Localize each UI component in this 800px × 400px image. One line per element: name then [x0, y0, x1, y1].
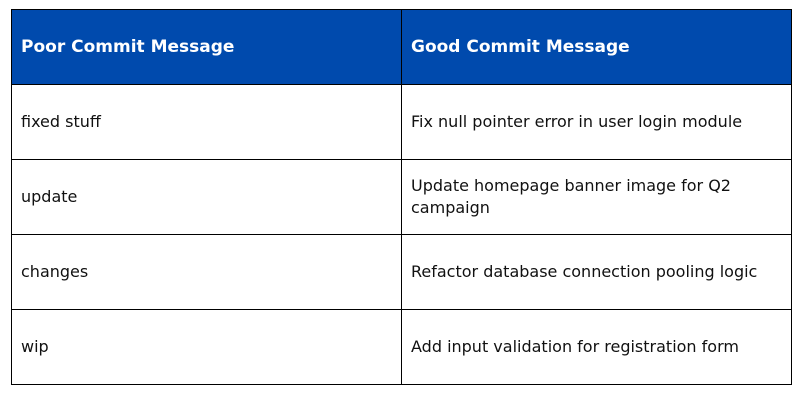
- poor-cell: fixed stuff: [11, 84, 402, 160]
- header-good: Good Commit Message: [401, 9, 792, 85]
- commit-message-comparison-table: Poor Commit Message Good Commit Message …: [11, 9, 792, 385]
- poor-cell: wip: [11, 309, 402, 385]
- header-row: Poor Commit Message Good Commit Message: [11, 9, 792, 85]
- good-cell: Refactor database connection pooling log…: [401, 234, 792, 310]
- table-row: wip Add input validation for registratio…: [11, 309, 792, 385]
- good-cell: Fix null pointer error in user login mod…: [401, 84, 792, 160]
- table-row: update Update homepage banner image for …: [11, 159, 792, 235]
- poor-cell: update: [11, 159, 402, 235]
- poor-cell: changes: [11, 234, 402, 310]
- table-row: changes Refactor database connection poo…: [11, 234, 792, 310]
- table-row: fixed stuff Fix null pointer error in us…: [11, 84, 792, 160]
- good-cell: Add input validation for registration fo…: [401, 309, 792, 385]
- good-cell: Update homepage banner image for Q2 camp…: [401, 159, 792, 235]
- header-poor: Poor Commit Message: [11, 9, 402, 85]
